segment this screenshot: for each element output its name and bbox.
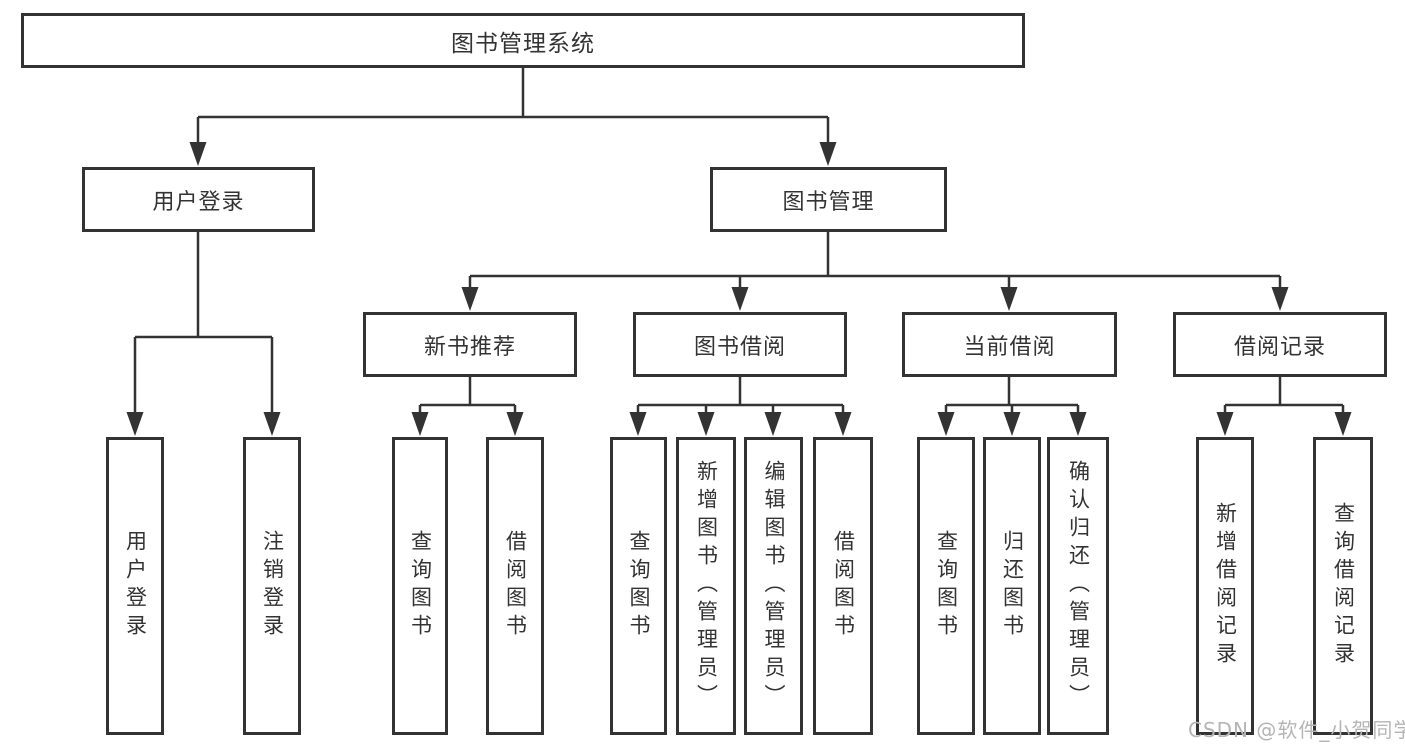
leaf-return-books: 归还图书 [983,437,1041,735]
leaf-add-borrow-record: 新增借阅记录 [1196,437,1254,735]
node-new-book-recommend: 新书推荐 [363,312,577,377]
arrowhead-icon [764,412,782,436]
arrowhead-icon [1000,287,1018,311]
node-current-borrow: 当前借阅 [902,312,1117,377]
leaf-label: 新增借阅记录 [1213,502,1238,670]
arrowhead-icon [411,412,429,436]
arrowhead-icon [461,287,479,311]
leaf-label: 查询图书 [934,530,959,642]
leaf-edit-books-admin: 编辑图书（管理员） [744,437,803,735]
arrowhead-icon [189,142,207,166]
leaf-label: 新增图书（管理员） [694,460,719,712]
leaf-label: 查询图书 [408,530,433,642]
arrowhead-icon [1003,412,1021,436]
branch-new-book-recommend [411,377,524,436]
arrowhead-icon [697,412,715,436]
node-borrow-record: 借阅记录 [1173,312,1387,377]
arrowhead-icon [1334,412,1352,436]
leaf-query-books-borrow: 查询图书 [610,437,667,735]
leaf-label: 归还图书 [1000,530,1025,642]
leaf-borrow-books: 借阅图书 [813,437,873,735]
branch-user-login [126,232,281,436]
leaf-label: 确认归还（管理员） [1066,460,1091,712]
arrowhead-icon [629,412,647,436]
arrowhead-icon [937,412,955,436]
leaf-logout: 注销登录 [243,437,301,735]
node-book-management: 图书管理 [710,167,947,232]
leaf-label: 查询图书 [627,530,651,642]
arrowhead-icon [1216,412,1234,436]
arrowhead-icon [263,412,281,436]
branch-current-borrow [937,377,1087,436]
branch-book-borrow [629,377,852,436]
leaf-label: 借阅图书 [831,530,856,642]
leaf-label: 借阅图书 [503,530,528,642]
leaf-user-login: 用户登录 [106,437,164,735]
leaf-label: 用户登录 [123,530,148,642]
leaf-query-books-current: 查询图书 [917,437,975,735]
arrowhead-icon [1069,412,1087,436]
leaf-borrow-books-recommend: 借阅图书 [486,437,544,735]
leaf-query-borrow-record: 查询借阅记录 [1313,437,1373,735]
leaf-confirm-return-admin: 确认归还（管理员） [1047,437,1109,735]
node-book-borrow: 图书借阅 [633,312,847,377]
leaf-label: 查询借阅记录 [1331,502,1356,670]
branch-borrow-record [1216,377,1352,436]
arrowhead-icon [731,287,749,311]
node-user-login: 用户登录 [82,167,315,232]
arrowhead-icon [834,412,852,436]
leaf-add-books-admin: 新增图书（管理员） [676,437,736,735]
arrowhead-icon [819,142,837,166]
branch-book-management [461,232,1289,311]
node-root-system: 图书管理系统 [21,13,1025,68]
arrowhead-icon [506,412,524,436]
arrowhead-icon [1271,287,1289,311]
arrowhead-icon [126,412,144,436]
watermark-text: CSDN @软件_小贺同学 [1188,718,1405,742]
leaf-query-books-recommend: 查询图书 [392,437,448,735]
leaf-label: 注销登录 [260,530,285,642]
branch-root [189,68,837,166]
leaf-label: 编辑图书（管理员） [762,460,786,712]
